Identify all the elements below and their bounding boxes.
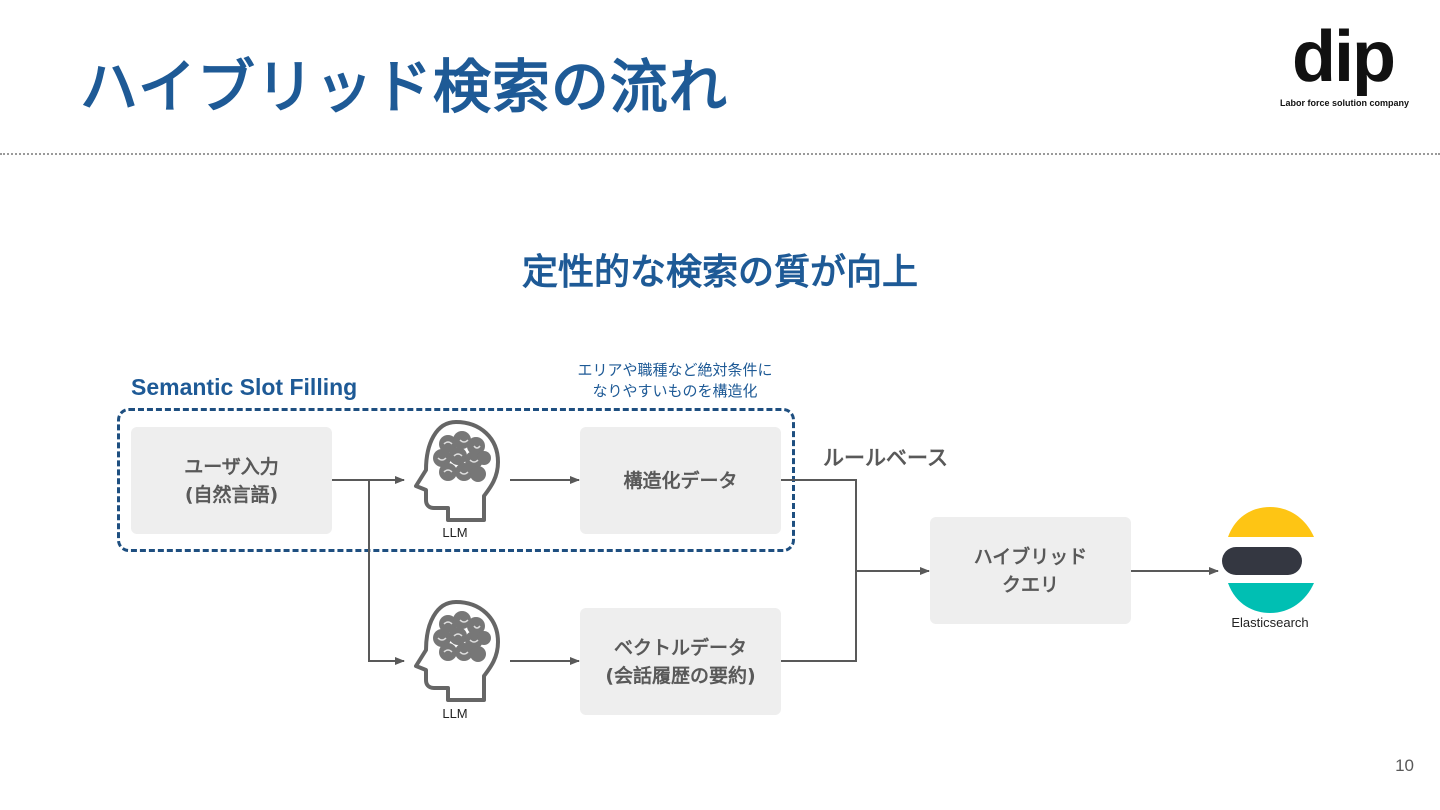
slide-subtitle: 定性的な検索の質が向上 <box>521 252 918 293</box>
structured-data-label: 構造化データ <box>623 469 738 492</box>
user-input-line-1: ユーザ入力 <box>184 455 279 478</box>
user-input-box: ユーザ入力 (自然言語) <box>131 427 332 534</box>
structuring-annotation: エリアや職種など絶対条件に なりやすいものを構造化 <box>560 360 790 402</box>
semantic-slot-filling-label: Semantic Slot Filling <box>131 374 358 400</box>
elasticsearch-logo-icon <box>1220 505 1320 615</box>
llm-top-label: LLM <box>442 525 468 540</box>
logo-text: dip <box>1292 17 1396 97</box>
rule-based-label: ルールベース <box>823 446 948 470</box>
user-input-line-2: (自然言語) <box>184 483 279 506</box>
hybrid-query-box: ハイブリッド クエリ <box>930 517 1131 624</box>
hybrid-query-line-2: クエリ <box>1001 573 1059 596</box>
llm-head-icon <box>408 418 504 524</box>
dip-logo: dip Labor force solution company <box>1276 17 1416 110</box>
header-divider <box>0 153 1440 155</box>
vector-data-line-2: (会話履歴の要約) <box>605 664 756 687</box>
structured-data-box: 構造化データ <box>580 427 781 534</box>
llm-head-icon <box>408 598 504 704</box>
vector-data-line-1: ベクトルデータ <box>613 636 747 659</box>
arrow-vector-to-hybrid <box>781 571 857 662</box>
arrow-input-to-llm-bottom <box>368 480 405 665</box>
vector-data-box: ベクトルデータ (会話履歴の要約) <box>580 608 781 715</box>
annotation-line-1: エリアや職種など絶対条件に <box>577 361 773 379</box>
elasticsearch-label: Elasticsearch <box>1231 615 1309 630</box>
logo-tagline: Labor force solution company <box>1280 98 1410 108</box>
hybrid-query-line-1: ハイブリッド <box>973 545 1088 568</box>
llm-bottom-label: LLM <box>442 706 468 721</box>
annotation-line-2: なりやすいものを構造化 <box>592 382 758 400</box>
arrow-structured-to-hybrid <box>781 479 930 575</box>
page-number: 10 <box>1395 756 1414 775</box>
slide-title: ハイブリッド検索の流れ <box>80 53 728 121</box>
